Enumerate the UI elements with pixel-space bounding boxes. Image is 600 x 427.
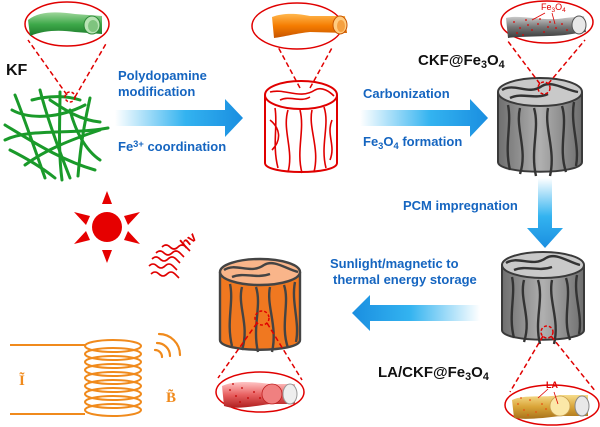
kf-zoom-callout <box>24 1 110 103</box>
step1-top-label: Polydopamine modification <box>118 68 207 99</box>
current-symbol: Ĩ <box>19 373 25 389</box>
ckf-fe3o4-label: CKF@Fe3O4 <box>418 52 505 72</box>
step4-label: Sunlight/magnetic to thermal energy stor… <box>330 256 477 287</box>
step3-label: PCM impregnation <box>403 198 518 213</box>
arrow-step3 <box>527 178 563 248</box>
composite-pcm-cylinder <box>218 257 302 353</box>
step2-bottom-label: Fe3O4 formation <box>363 134 463 151</box>
fe3o4-annotation: Fe3O4 <box>541 2 566 14</box>
induction-coil-icon <box>10 339 142 417</box>
step2-top-label: Carbonization <box>363 86 450 101</box>
composite-zoom-callout <box>215 310 305 413</box>
magnetic-field-waves-icon <box>153 332 182 359</box>
magnetic-field-symbol: B̃ <box>166 390 177 406</box>
arrow-step1 <box>115 99 243 137</box>
la-ckf-fe3o4-label: LA/CKF@Fe3O4 <box>378 364 489 384</box>
arrow-step2 <box>360 99 488 137</box>
sun-icon <box>74 191 140 263</box>
pda-zoom-callout <box>251 2 348 89</box>
ckf-zoom-callout <box>500 0 594 95</box>
ckf-fe3o4-cylinder <box>497 77 583 177</box>
kf-label: KF <box>6 62 28 79</box>
step1-bottom-label: Fe3+ coordination <box>118 139 227 155</box>
arrow-step4 <box>352 295 480 331</box>
kf-fiber-network <box>3 88 110 182</box>
la-ckf-fe3o4-cylinder <box>501 251 585 345</box>
light-waves-icon <box>148 244 191 279</box>
fe3o4-particles <box>513 18 568 36</box>
pda-kf-cylinder <box>264 80 338 174</box>
la-annotation: LA <box>546 380 558 390</box>
la-ckf-zoom-callout <box>504 325 600 426</box>
